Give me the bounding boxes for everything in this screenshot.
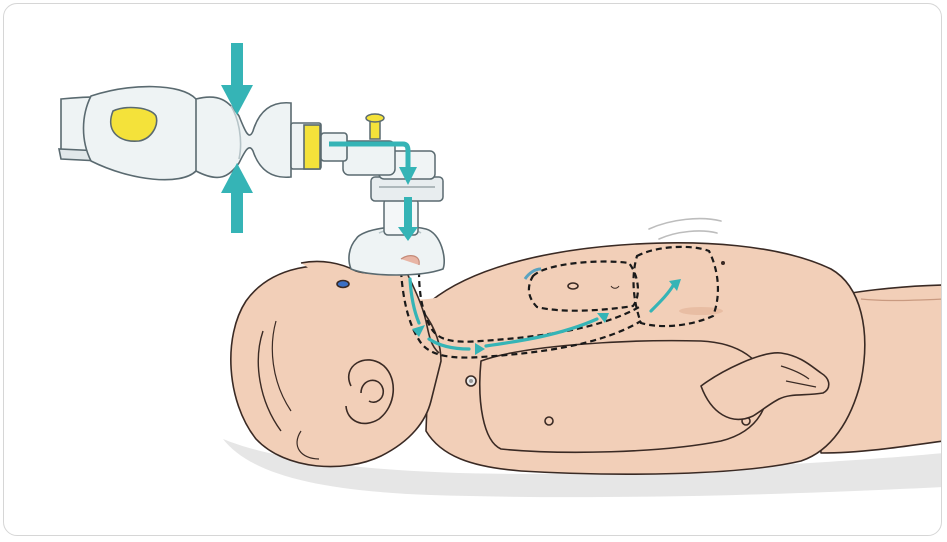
manikin-body bbox=[231, 243, 942, 474]
illustration-frame bbox=[3, 3, 942, 536]
resuscitation-bag bbox=[59, 87, 347, 180]
chest-rise-motion-icon bbox=[649, 219, 721, 239]
manikin-eye bbox=[337, 281, 349, 288]
bvm-ventilation-illustration bbox=[4, 4, 942, 536]
valve-assembly bbox=[343, 114, 443, 235]
